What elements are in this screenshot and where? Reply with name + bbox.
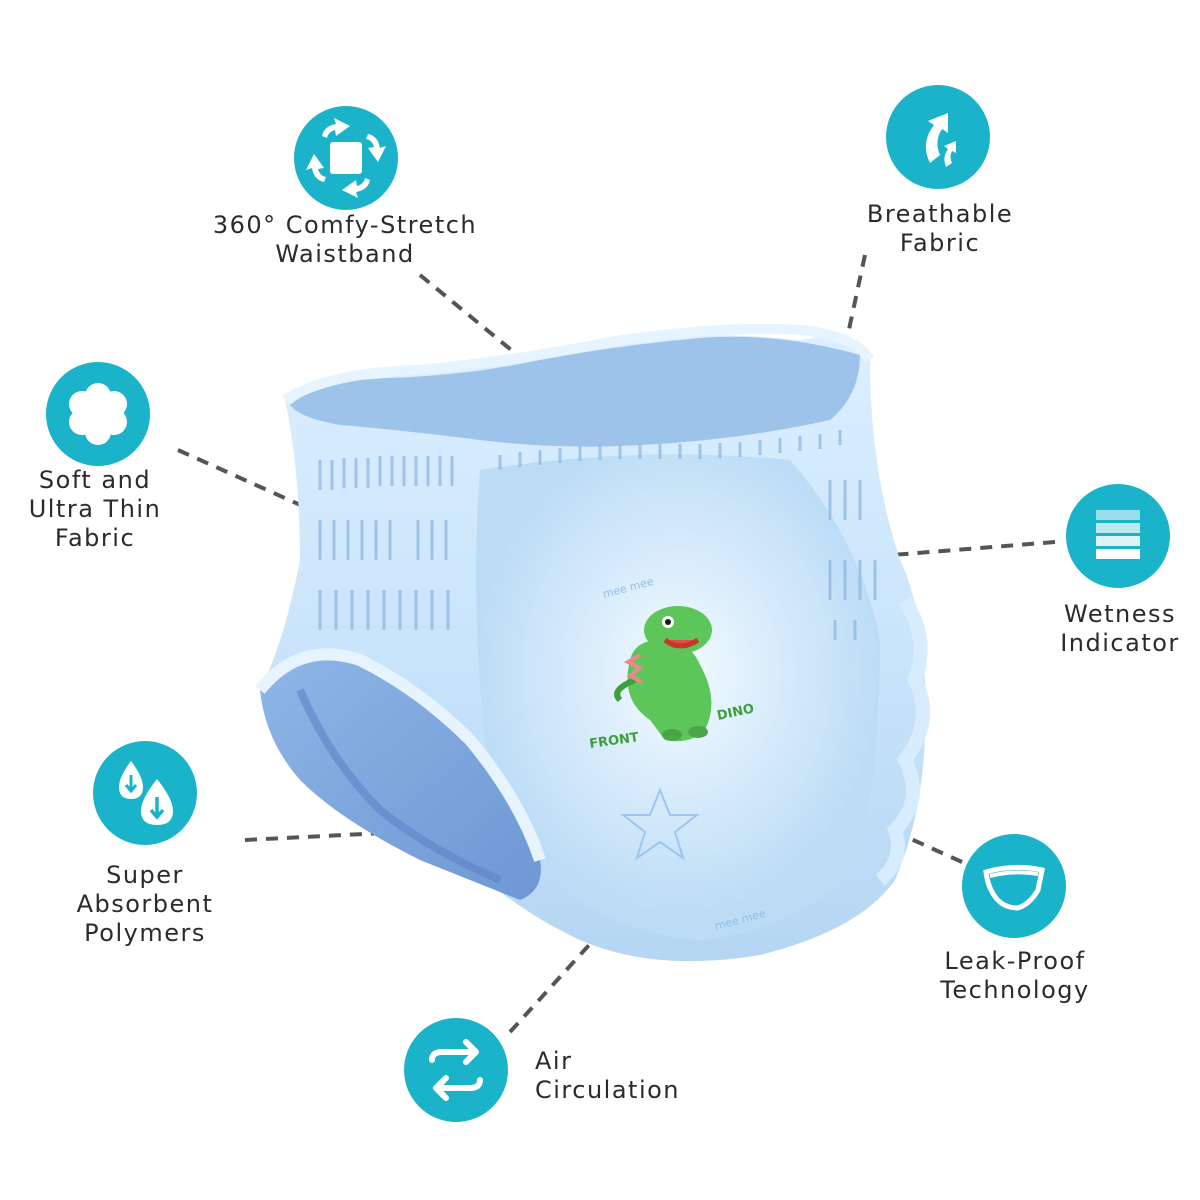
dino-mascot [614, 606, 712, 742]
absorbent-core [296, 688, 502, 884]
leg-cuff [255, 648, 546, 862]
label-soft-line1: Soft and [38, 466, 152, 494]
label-soft-line3: Fabric [54, 524, 136, 552]
leg-opening [260, 654, 541, 900]
label-absorbent-line1: Super [106, 861, 184, 889]
label-breathable-line1: Breathable [866, 200, 1014, 228]
label-wetness-line2: Indicator [1060, 629, 1180, 657]
exchange-arrows-icon [404, 1018, 508, 1122]
label-waistband-line1: 360° Comfy-Stretch [212, 211, 478, 239]
leader-wetness [879, 540, 1056, 558]
label-soft: Soft and Ultra Thin Fabric [10, 466, 180, 553]
label-waistband-line2: Waistband [275, 240, 415, 268]
stripes-icon [1066, 484, 1170, 588]
label-absorbent-line2: Absorbent [76, 890, 214, 918]
label-soft-line2: Ultra Thin [28, 495, 162, 523]
label-leakproof: Leak-Proof Technology [920, 947, 1110, 1005]
rotate-arrows-icon [294, 106, 398, 210]
label-waistband: 360° Comfy-Stretch Waistband [195, 211, 495, 269]
label-breathable: Breathable Fabric [845, 200, 1035, 258]
leader-absorbent [244, 827, 463, 842]
water-drops-icon [93, 741, 197, 845]
flower-icon [46, 362, 150, 466]
label-wetness: Wetness Indicator [1040, 600, 1200, 658]
label-air-line2: Circulation [535, 1076, 681, 1104]
label-leakproof-line1: Leak-Proof [944, 947, 1086, 975]
label-air: Air Circulation [535, 1047, 735, 1105]
label-air-line1: Air [535, 1047, 573, 1075]
diaper-icon [962, 834, 1066, 938]
label-leakproof-line2: Technology [940, 976, 1090, 1004]
leader-air [508, 887, 642, 1034]
right-ruffle [875, 596, 930, 886]
label-wetness-line1: Wetness [1064, 600, 1176, 628]
label-absorbent-line3: Polymers [84, 919, 206, 947]
star-print [620, 787, 700, 861]
label-breathable-line2: Fabric [899, 229, 981, 257]
waistband-rim [282, 323, 875, 405]
badge-front: FRONT [588, 730, 639, 752]
waistband-inner [290, 336, 860, 447]
label-absorbent: Super Absorbent Polymers [55, 861, 235, 948]
elastic-texture [318, 430, 877, 640]
upward-arrows-icon [886, 85, 990, 189]
